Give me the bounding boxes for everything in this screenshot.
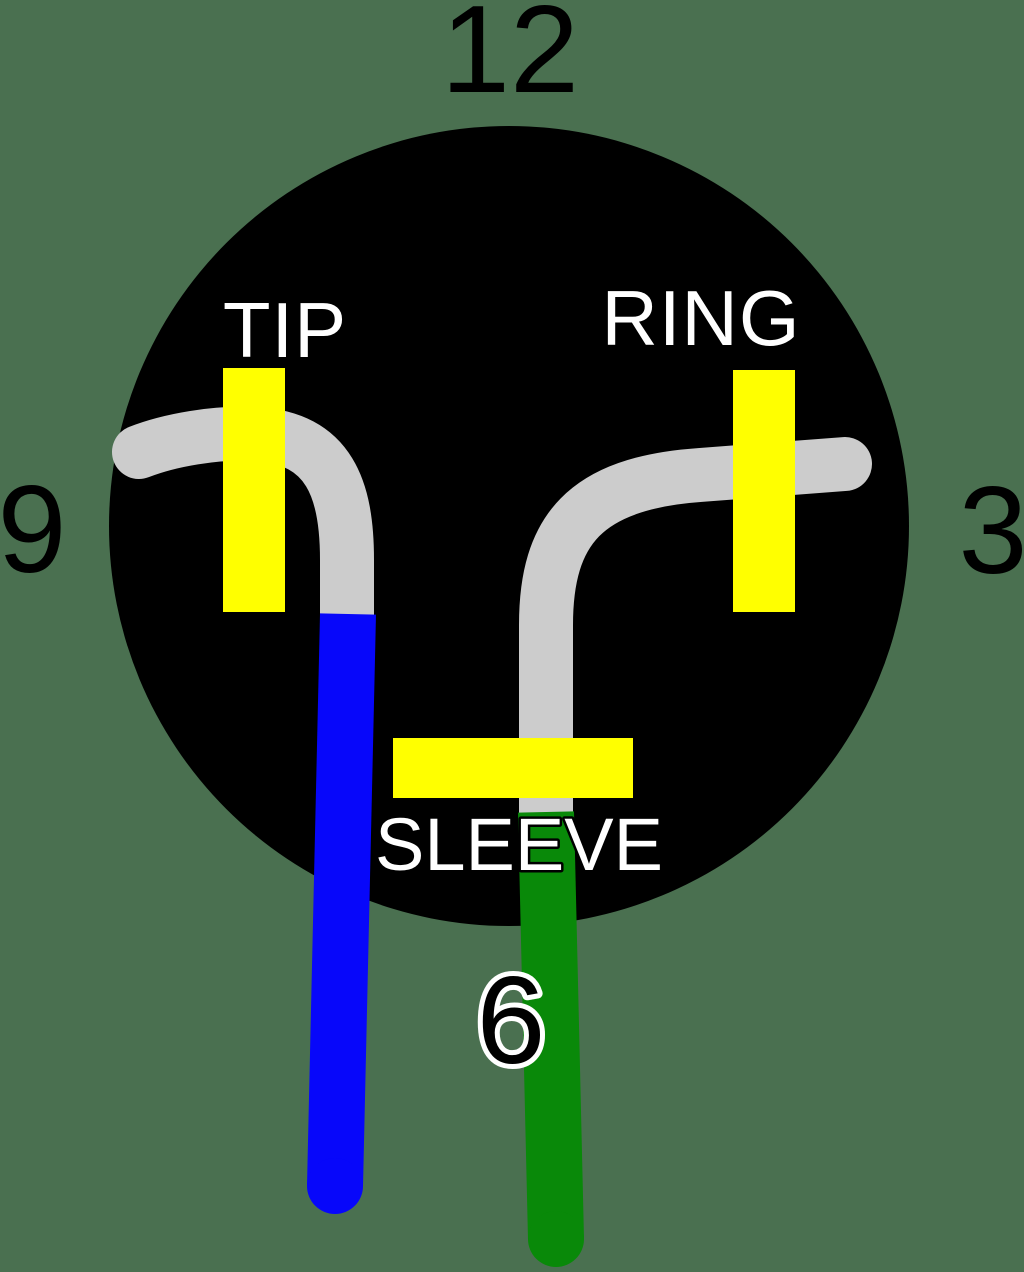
clock-3-label: 3 bbox=[959, 462, 1024, 600]
ring-wire-bare-segment bbox=[519, 437, 872, 843]
tip-wire-blue-segment bbox=[307, 613, 376, 1187]
clock-12-label: 12 bbox=[441, 0, 579, 119]
tip-lug bbox=[223, 368, 285, 612]
tip-label: TIP bbox=[223, 286, 347, 374]
clock-6-label: 6 bbox=[477, 952, 546, 1090]
ring-lug bbox=[733, 370, 795, 612]
sleeve-wire-green-end-cap bbox=[528, 1211, 584, 1267]
sleeve-wire-green-segment bbox=[518, 811, 584, 1240]
ring-label: RING bbox=[602, 274, 801, 362]
sleeve-lug bbox=[393, 738, 633, 798]
clock-9-label: 9 bbox=[0, 461, 66, 599]
tip-wire-blue-end-cap bbox=[307, 1158, 363, 1214]
sleeve-label: SLEEVE bbox=[375, 803, 663, 886]
connector-body-circle bbox=[109, 126, 909, 926]
